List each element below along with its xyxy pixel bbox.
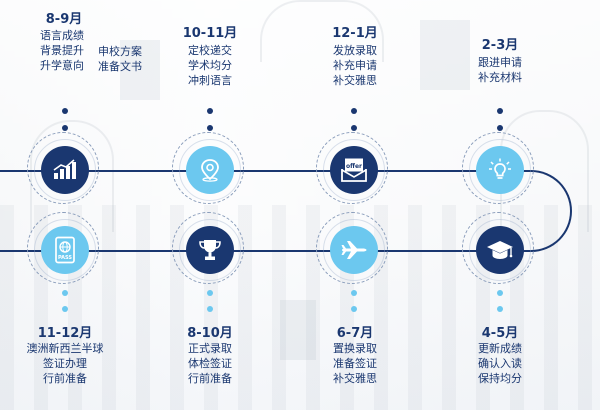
period-label: 12-1月 <box>332 26 378 41</box>
node-ring <box>323 139 385 201</box>
trophy-icon <box>186 226 234 274</box>
background-window <box>280 300 316 360</box>
location-pin-icon <box>186 146 234 194</box>
node-ring <box>179 139 241 201</box>
connector-dot <box>497 125 503 131</box>
milestone-node <box>462 212 534 284</box>
node-ring <box>469 219 531 281</box>
node-ring <box>462 212 534 284</box>
milestone-node <box>27 132 99 204</box>
background-window <box>120 40 160 100</box>
graduation-cap-icon <box>476 226 524 274</box>
node-ring <box>27 212 99 284</box>
connector-dot <box>351 290 357 296</box>
milestone-text: 语言成绩 背景提升 升学意向 <box>40 29 84 72</box>
connector-dot <box>62 125 68 131</box>
connector-dot <box>497 108 503 114</box>
milestone-node <box>462 132 534 204</box>
timeline-path-bottom <box>0 250 498 252</box>
milestone-text-secondary: 申校方案 准备文书 <box>98 45 142 73</box>
svg-text:offer: offer <box>346 163 362 170</box>
connector-dot <box>207 290 213 296</box>
node-ring <box>316 132 388 204</box>
period-label: 8-10月 <box>187 326 233 341</box>
period-label: 8-9月 <box>45 12 83 27</box>
milestone-node <box>172 132 244 204</box>
period-label: 11-12月 <box>37 326 93 341</box>
period-label: 2-3月 <box>481 38 519 53</box>
node-ring <box>469 139 531 201</box>
milestone-node <box>172 212 244 284</box>
background-arch <box>260 0 384 62</box>
connector-dot <box>351 125 357 131</box>
node-ring <box>316 212 388 284</box>
connector-dot <box>62 108 68 114</box>
milestone-node: offer <box>316 132 388 204</box>
connector-dot <box>497 306 503 312</box>
milestone-text: 正式录取 体检签证 行前准备 <box>188 342 232 385</box>
connector-dot <box>207 306 213 312</box>
timeline-path-turn <box>496 170 572 252</box>
background-window <box>420 20 470 90</box>
connector-dot <box>351 306 357 312</box>
airplane-icon <box>330 226 378 274</box>
connector-dot <box>497 290 503 296</box>
connector-dot <box>62 306 68 312</box>
milestone-text: 更新成绩 确认入读 保持均分 <box>478 342 522 385</box>
period-label: 4-5月 <box>481 326 519 341</box>
connector-dot <box>207 125 213 131</box>
node-ring <box>462 132 534 204</box>
node-ring <box>172 212 244 284</box>
milestone-text: 澳洲新西兰半球 签证办理 行前准备 <box>26 342 104 385</box>
milestone-node <box>316 212 388 284</box>
milestone-text: 置换录取 准备签证 补交雅思 <box>333 342 377 385</box>
node-ring <box>323 219 385 281</box>
milestone-text: 定校递交 学术均分 冲刺语言 <box>188 44 232 87</box>
connector-dot <box>351 108 357 114</box>
connector-dot <box>62 290 68 296</box>
passport-icon: PASS <box>41 226 89 274</box>
milestone-text: 发放录取 补充申请 补交雅思 <box>333 44 377 87</box>
node-ring <box>27 132 99 204</box>
node-ring <box>34 139 96 201</box>
offer-letter-icon: offer <box>330 146 378 194</box>
timeline-path-top <box>0 170 498 172</box>
lightbulb-icon <box>476 146 524 194</box>
node-ring <box>179 219 241 281</box>
svg-text:PASS: PASS <box>58 255 72 261</box>
connector-dot <box>207 108 213 114</box>
node-ring <box>34 219 96 281</box>
chart-growth-icon <box>41 146 89 194</box>
node-ring <box>172 132 244 204</box>
milestone-node: PASS <box>27 212 99 284</box>
period-label: 10-11月 <box>182 26 238 41</box>
milestone-text: 跟进申请 补充材料 <box>478 56 522 84</box>
period-label: 6-7月 <box>336 326 374 341</box>
